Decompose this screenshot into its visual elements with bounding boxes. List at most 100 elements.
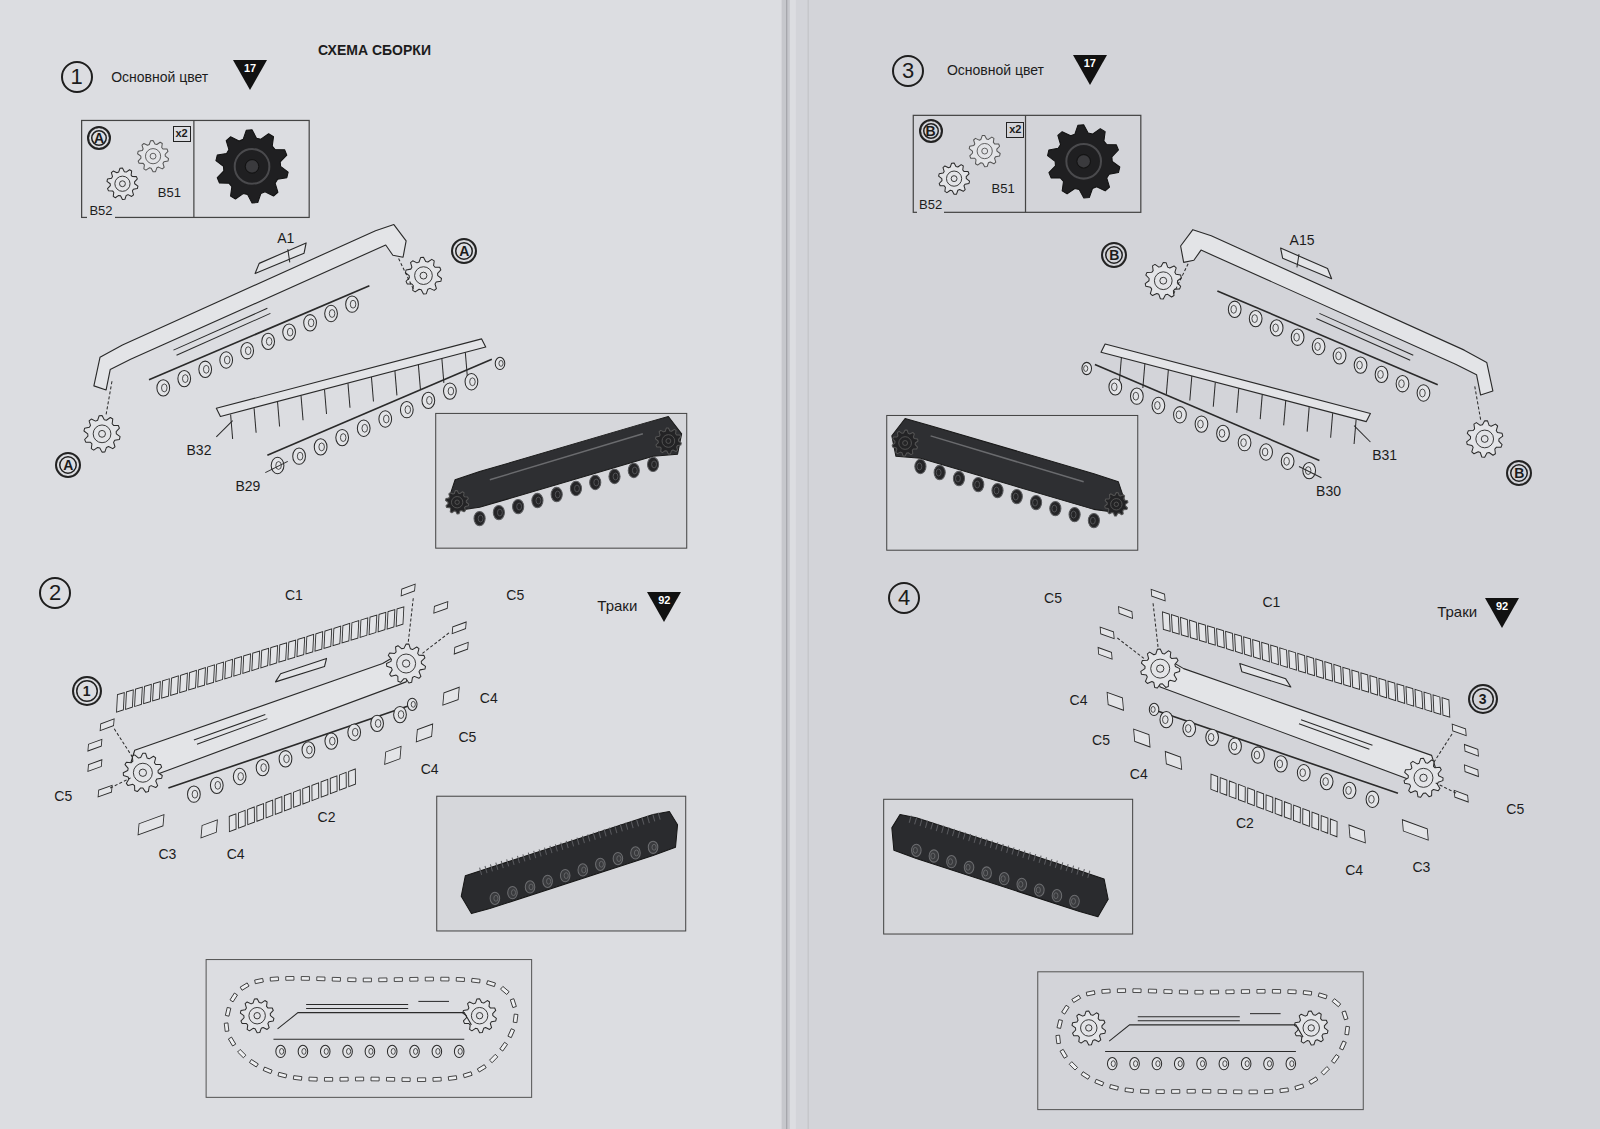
road-wheel [1252,747,1265,763]
track-links [229,769,355,832]
track-assembly [168,704,413,788]
track-assembly [88,584,468,838]
road-wheel [1312,338,1325,354]
quantity-box-text: x2 [176,128,188,139]
road-wheel [432,1045,442,1057]
road-wheel [233,768,246,784]
road-wheel [162,384,168,392]
photo-inset [517,856,519,863]
road-wheel [210,777,223,793]
suspension-assembly [216,339,485,417]
track-links [1334,664,1342,683]
road-wheel [1069,507,1080,521]
track-schematic [1105,1051,1296,1052]
road-wheel [276,1045,286,1057]
suspension-assembly [1260,395,1262,419]
road-wheel [304,315,317,331]
track-schematic [1117,989,1125,993]
road-wheel [929,850,939,862]
track-links [261,648,269,667]
track-schematic [433,1077,441,1081]
sprocket-wheel [666,439,671,444]
road-wheel [628,463,639,477]
sprocket-wheel [1303,1020,1319,1036]
sprocket-wheel [655,428,681,454]
road-wheel [1354,357,1367,373]
track-links [1220,778,1227,796]
track-links [306,634,314,653]
parts-inset [1078,155,1090,167]
track-schematic [1057,1020,1062,1029]
road-wheel [365,1045,375,1057]
track-schematic [418,1001,449,1002]
road-wheel [346,296,359,312]
road-wheel [931,853,935,859]
paint-color-marker-text: 92 [1496,601,1508,612]
road-wheel [1183,720,1196,736]
road-wheel [188,786,201,802]
road-wheel [436,1048,440,1054]
road-wheel [1396,376,1409,392]
road-wheel [1375,366,1388,382]
sprocket-wheel [446,490,469,514]
part-number: B52 [917,198,944,213]
road-wheel [973,477,984,491]
road-wheel [1274,756,1287,772]
track-links [207,665,215,684]
quantity-box-text: x2 [1009,124,1021,135]
parts-inset [82,120,310,217]
track-schematic [1141,1089,1149,1093]
track-schematic [224,1023,229,1032]
photo-inset [550,846,552,853]
road-wheel [494,895,498,901]
photo-inset [555,844,557,851]
track-schematic [1148,989,1156,993]
road-wheel [1156,1061,1160,1067]
road-wheel [1197,1058,1207,1070]
road-wheel [1286,1058,1296,1070]
sprocket-wheel [138,141,169,172]
road-wheel [956,475,961,482]
track-schematic [1250,1013,1281,1014]
road-wheel [964,861,974,873]
track-schematic [1058,991,1347,1092]
sprocket-wheel [655,428,681,454]
sprocket-wheel [254,1013,260,1019]
road-wheel [1195,416,1208,432]
photo-inset [572,839,574,846]
road-wheel [499,360,503,366]
road-wheel [517,503,522,510]
road-wheel [357,420,370,436]
sprocket-wheel [84,416,120,453]
paint-color-marker-text: 17 [1084,58,1096,69]
road-wheel [1228,301,1241,317]
track-links [330,776,337,794]
photo-inset [990,841,992,848]
sprocket-wheel [977,143,992,158]
road-wheel [325,733,338,749]
road-wheel [314,439,327,455]
road-wheel [336,429,349,445]
part-number: C1 [1260,594,1282,610]
track-schematic [1257,989,1265,993]
track-link [1454,790,1468,802]
callout-letter-text: A [94,131,104,145]
track-assembly [1098,589,1478,843]
track-schematic [1321,1067,1329,1075]
sprocket-wheel [899,437,912,450]
part-number: C5 [504,587,526,603]
road-wheel [1071,898,1075,904]
photo-inset [588,834,590,841]
track-schematic [1109,1025,1303,1041]
road-wheel [1163,716,1169,724]
road-wheel [1219,1058,1229,1070]
road-wheel [375,719,381,727]
part-number: A15 [1288,232,1317,248]
track-schematic [1295,1084,1304,1090]
track-schematic [332,977,340,981]
track-schematic [206,960,532,1098]
road-wheel [478,515,483,522]
track-schematic [1288,990,1296,994]
sprocket-wheel [1151,659,1170,678]
road-wheel [1281,453,1294,469]
